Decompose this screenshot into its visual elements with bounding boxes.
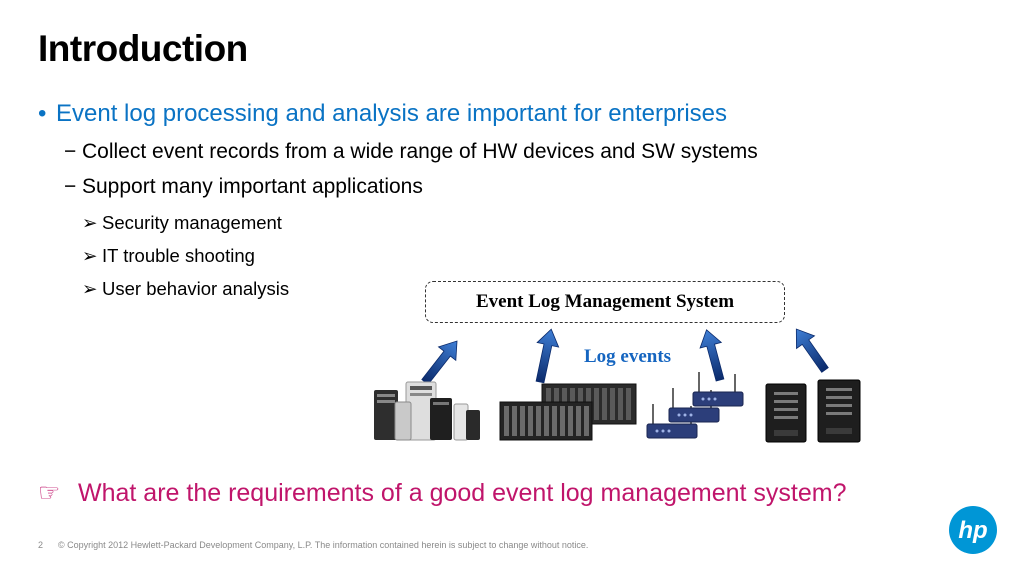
subsub-bullet-marker: ➢	[82, 245, 98, 266]
system-label: Event Log Management System	[475, 291, 735, 312]
bullet-main: • Event log processing and analysis are i…	[38, 100, 727, 128]
up-arrow-icon	[535, 328, 560, 384]
key-question: ☞ What are the requirements of a good eve…	[38, 477, 898, 509]
subsub-bullet-marker: ➢	[82, 212, 98, 233]
up-arrow-icon	[421, 340, 458, 386]
network-routers-icon	[646, 372, 744, 439]
event-log-management-system-box: Event Log Management System	[425, 281, 785, 323]
workstations-icon	[374, 381, 480, 441]
hp-logo-text: hp	[958, 517, 987, 544]
subsub-bullet-marker: ➢	[82, 278, 98, 299]
tower-servers-icon	[765, 379, 861, 443]
question-text: What are the requirements of a good even…	[78, 479, 847, 507]
copyright-text: © Copyright 2012 Hewlett-Packard Develop…	[58, 540, 589, 550]
bullet-main-text: Event log processing and analysis are im…	[56, 100, 728, 127]
hp-logo-icon: hp	[949, 506, 997, 554]
slide-title: Introduction	[38, 28, 248, 69]
subsub-bullet: ➢IT trouble shooting	[82, 245, 255, 267]
sub-bullet-marker: −	[64, 175, 77, 198]
sub-bullet-text: Collect event records from a wide range …	[82, 140, 758, 163]
pointing-hand-icon: ☞	[38, 479, 61, 507]
footer: 2 © Copyright 2012 Hewlett-Packard Develo…	[38, 540, 588, 550]
subsub-bullet-text: IT trouble shooting	[102, 245, 255, 266]
up-arrow-icon	[795, 328, 829, 373]
sub-bullet: −Collect event records from a wide range…	[64, 140, 758, 164]
blade-servers-icon	[499, 383, 637, 441]
sub-bullet: −Support many important applications	[64, 175, 423, 199]
up-arrow-icon	[699, 329, 725, 382]
bullet-marker: •	[38, 100, 47, 127]
sub-bullet-marker: −	[64, 140, 77, 163]
subsub-bullet-text: User behavior analysis	[102, 278, 290, 299]
sub-bullet-text: Support many important applications	[82, 175, 423, 198]
log-events-label: Log events	[584, 346, 672, 367]
subsub-bullet: ➢Security management	[82, 212, 282, 234]
subsub-bullet-text: Security management	[102, 212, 282, 233]
page-number: 2	[38, 540, 44, 550]
subsub-bullet: ➢User behavior analysis	[82, 278, 289, 300]
